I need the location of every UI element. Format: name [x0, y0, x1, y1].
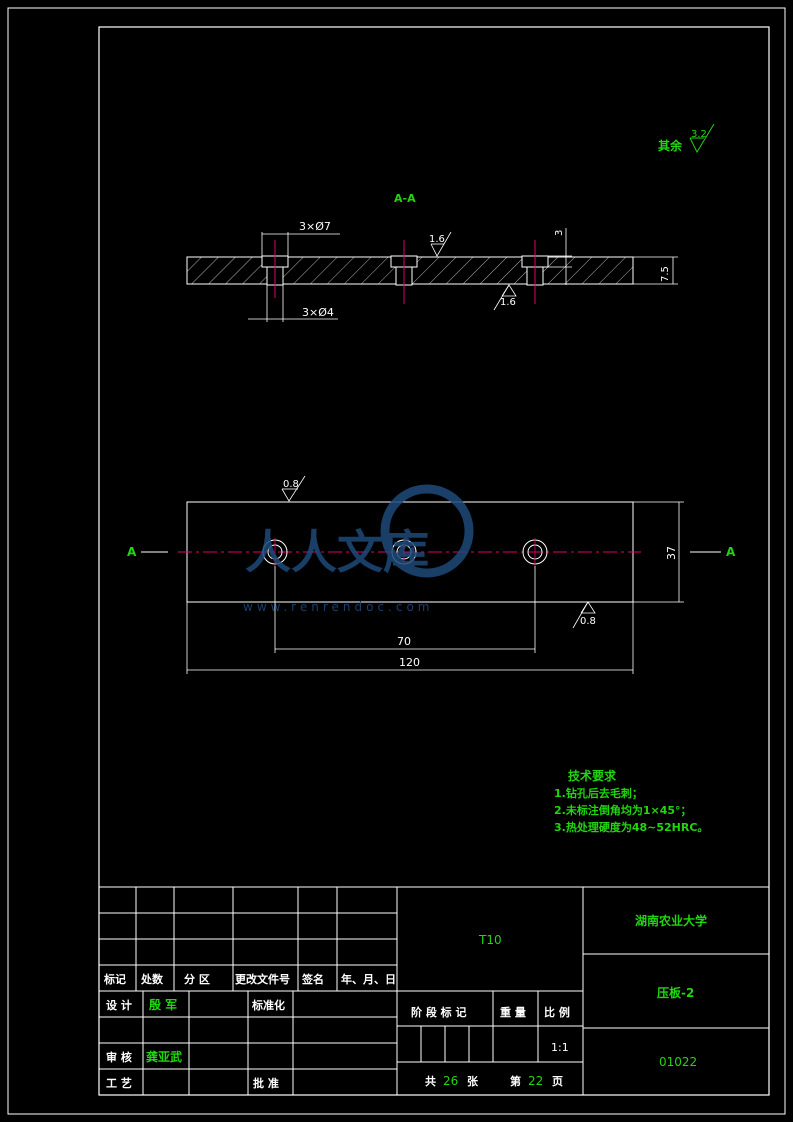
approve-label: 批 准	[253, 1076, 279, 1090]
plan-roughness-top-value: 0.8	[283, 479, 299, 490]
dim-hole-spacing-text: 70	[397, 635, 411, 648]
drawing-number: 01022	[659, 1055, 697, 1069]
section-mark-right: A	[726, 545, 736, 559]
tech-item-1: 1.钻孔后去毛刺；	[554, 786, 643, 800]
roughness-bottom-symbol	[493, 284, 517, 311]
dim-hole	[248, 285, 338, 322]
svg-text:www.renrendoc.com: www.renrendoc.com	[243, 600, 433, 614]
total-label-pre: 共	[425, 1074, 436, 1088]
section-view	[186, 240, 634, 304]
rev-header-date: 年、月、日	[341, 972, 396, 986]
inner-border	[98, 26, 770, 1096]
scale-value: 1:1	[551, 1041, 569, 1054]
roughness-top-symbol	[430, 231, 452, 257]
dim-depth-text: 3	[554, 230, 565, 236]
reviewer-name: 龚亚武	[146, 1049, 182, 1064]
part-name: 压板-2	[657, 985, 694, 1000]
sheet-number: 22	[528, 1074, 543, 1088]
title-block-grid	[99, 886, 769, 1095]
dim-hole-text: 3×Ø4	[302, 306, 334, 319]
rev-header-count: 处数	[140, 972, 164, 986]
scale-header: 比 例	[544, 1005, 570, 1019]
dim-hole-spacing	[274, 566, 536, 653]
school-name: 湖南农业大学	[635, 913, 707, 928]
rev-header-doc: 更改文件号	[235, 972, 290, 986]
roughness-rest-value: 3.2	[691, 129, 707, 140]
outer-border	[7, 7, 786, 1115]
stage-header: 阶 段 标 记	[411, 1005, 467, 1019]
weight-header: 重 量	[500, 1005, 526, 1019]
tech-item-3: 3.热处理硬度为48~52HRC。	[554, 820, 708, 834]
tech-item-2: 2.未标注倒角均为1×45°；	[554, 803, 692, 817]
tech-title: 技术要求	[568, 768, 617, 783]
watermark: 人人文库 www.renrendoc.com	[243, 484, 474, 614]
process-label: 工 艺	[106, 1076, 132, 1090]
total-sheets: 26	[443, 1074, 458, 1088]
review-label: 审 核	[106, 1050, 132, 1064]
svg-text:人人文库: 人人文库	[245, 525, 429, 579]
sheet-label-pre: 第	[510, 1074, 521, 1088]
designer-name: 殷 军	[149, 997, 177, 1012]
standardize-label: 标准化	[251, 998, 285, 1012]
dim-thickness-text: 7.5	[660, 266, 671, 282]
dim-depth	[548, 228, 572, 285]
sheet-label-post: 页	[552, 1075, 563, 1088]
plan-roughness-bottom-value: 0.8	[580, 616, 596, 627]
rev-header-sign: 签名	[301, 972, 324, 986]
dim-width	[633, 501, 684, 603]
rev-header-mark: 标记	[103, 972, 126, 986]
design-label: 设 计	[106, 998, 132, 1012]
dim-thickness	[633, 256, 678, 285]
dim-counterbore-text: 3×Ø7	[299, 220, 331, 233]
dim-counterbore	[261, 232, 340, 256]
dim-length-text: 120	[399, 656, 420, 669]
section-title: A-A	[394, 192, 416, 205]
rev-header-zone: 分 区	[184, 972, 210, 986]
plan-roughness-bottom-symbol	[572, 601, 596, 629]
material: T10	[478, 933, 502, 947]
dim-width-text: 37	[665, 546, 678, 560]
roughness-rest-label: 其余	[658, 138, 683, 153]
plan-view	[178, 501, 641, 603]
plan-roughness-top-symbol	[281, 475, 306, 502]
roughness-top-value: 1.6	[429, 234, 445, 245]
roughness-bottom-value: 1.6	[500, 297, 516, 308]
roughness-rest-symbol	[689, 123, 715, 154]
section-mark-left: A	[127, 545, 137, 559]
total-label-post: 张	[467, 1074, 479, 1088]
dim-length	[186, 602, 634, 674]
